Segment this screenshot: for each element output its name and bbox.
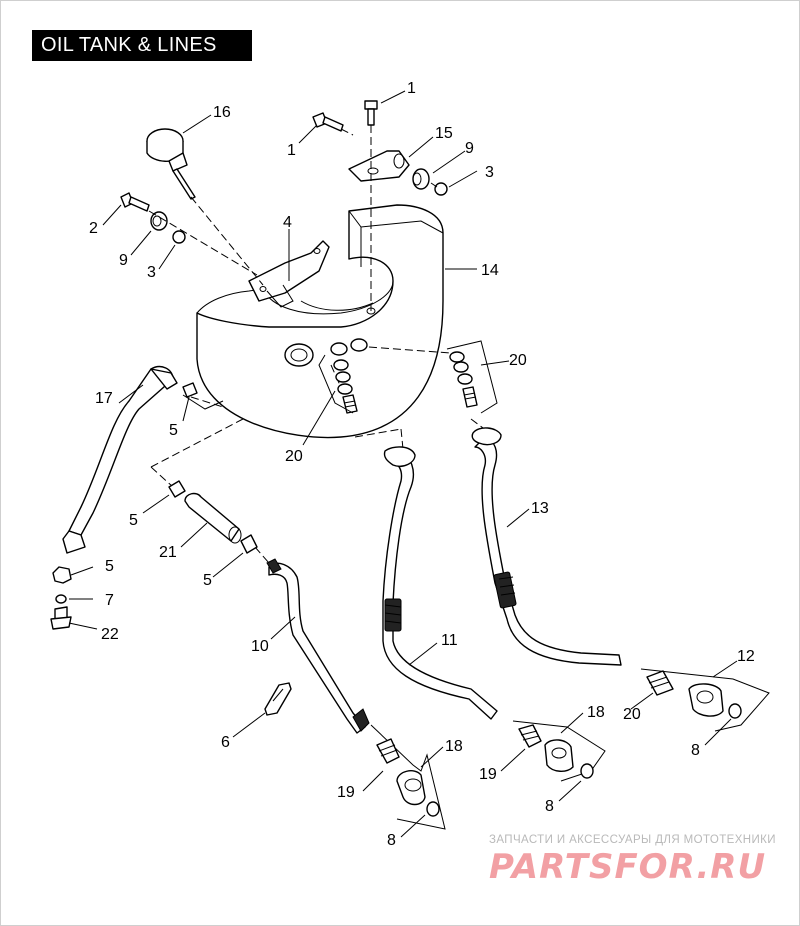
cap-5-d bbox=[52, 566, 72, 584]
orings-fitting-20-right bbox=[449, 351, 478, 408]
clip-6 bbox=[264, 682, 292, 716]
callout-3a: 3 bbox=[485, 164, 494, 181]
drain-plug-22 bbox=[50, 606, 72, 630]
oil-line-13 bbox=[471, 427, 622, 666]
oring-7 bbox=[55, 594, 67, 604]
callout-5b: 5 bbox=[129, 512, 138, 529]
callout-labels: 1 1 15 9 3 16 2 9 3 4 14 17 20 20 5 5 21… bbox=[89, 80, 755, 849]
callout-20c: 20 bbox=[623, 706, 641, 723]
group-bracket-20-left bbox=[318, 354, 354, 414]
oil-line-11 bbox=[382, 446, 498, 720]
watermark-tagline: ЗАПЧАСТИ И АКСЕССУАРЫ ДЛЯ МОТОТЕХНИКИ bbox=[489, 834, 776, 846]
callout-4: 4 bbox=[283, 214, 292, 231]
group-bracket-20-right bbox=[446, 340, 498, 414]
callout-8b: 8 bbox=[545, 798, 554, 815]
dipstick-cap-16 bbox=[146, 128, 196, 200]
callout-3b: 3 bbox=[147, 264, 156, 281]
spacer-3-left bbox=[172, 230, 186, 244]
callout-10: 10 bbox=[251, 638, 269, 655]
bolt-1-vertical bbox=[364, 100, 378, 126]
watermark-brand: PARTSFOR.RU bbox=[489, 847, 767, 887]
callout-20a: 20 bbox=[509, 352, 527, 369]
callout-19a: 19 bbox=[337, 784, 355, 801]
callout-18b: 18 bbox=[587, 704, 605, 721]
callout-11: 11 bbox=[441, 632, 458, 649]
oil-tank bbox=[196, 204, 444, 439]
callout-14: 14 bbox=[481, 262, 499, 279]
callout-16: 16 bbox=[213, 104, 231, 121]
callout-20b: 20 bbox=[285, 448, 303, 465]
callout-5c: 5 bbox=[203, 572, 212, 589]
callout-17: 17 bbox=[95, 390, 113, 407]
clamp-5-b bbox=[168, 480, 186, 498]
orings-fitting-20-left bbox=[333, 359, 358, 414]
callout-2: 2 bbox=[89, 220, 98, 237]
callout-9a: 9 bbox=[465, 140, 474, 157]
callout-22: 22 bbox=[101, 626, 119, 643]
vent-hose-17 bbox=[62, 365, 178, 554]
grommet-9-top bbox=[412, 168, 430, 190]
fitting-group-18-bottom bbox=[370, 724, 446, 830]
leader-lines bbox=[68, 90, 738, 838]
mounting-bracket-15 bbox=[348, 150, 410, 182]
bolt-1-horizontal bbox=[312, 112, 344, 132]
callout-12: 12 bbox=[737, 648, 755, 665]
bolt-2 bbox=[120, 192, 150, 212]
fitting-group-18-middle bbox=[512, 720, 606, 782]
callout-5a: 5 bbox=[169, 422, 178, 439]
callout-19b: 19 bbox=[479, 766, 497, 783]
callout-7: 7 bbox=[105, 592, 114, 609]
callout-8a: 8 bbox=[691, 742, 700, 759]
group-bracket-5-a bbox=[182, 394, 224, 410]
callout-8c: 8 bbox=[387, 832, 396, 849]
spacer-3-top bbox=[434, 182, 448, 196]
callout-9b: 9 bbox=[119, 252, 128, 269]
callout-15: 15 bbox=[435, 125, 453, 142]
fitting-group-12-right bbox=[640, 668, 770, 732]
grommet-9-left bbox=[150, 211, 168, 231]
hose-21 bbox=[184, 492, 242, 544]
callout-21: 21 bbox=[159, 544, 177, 561]
callout-1b: 1 bbox=[287, 142, 296, 159]
callout-5d: 5 bbox=[105, 558, 114, 575]
clamp-5-a bbox=[182, 382, 198, 398]
callout-6: 6 bbox=[221, 734, 230, 751]
callout-1a: 1 bbox=[407, 80, 416, 97]
oil-line-10 bbox=[266, 558, 370, 734]
clamp-5-c bbox=[240, 534, 258, 554]
diagram-title: OIL TANK & LINES bbox=[32, 30, 252, 61]
callout-13: 13 bbox=[531, 500, 549, 517]
callout-18a: 18 bbox=[445, 738, 463, 755]
